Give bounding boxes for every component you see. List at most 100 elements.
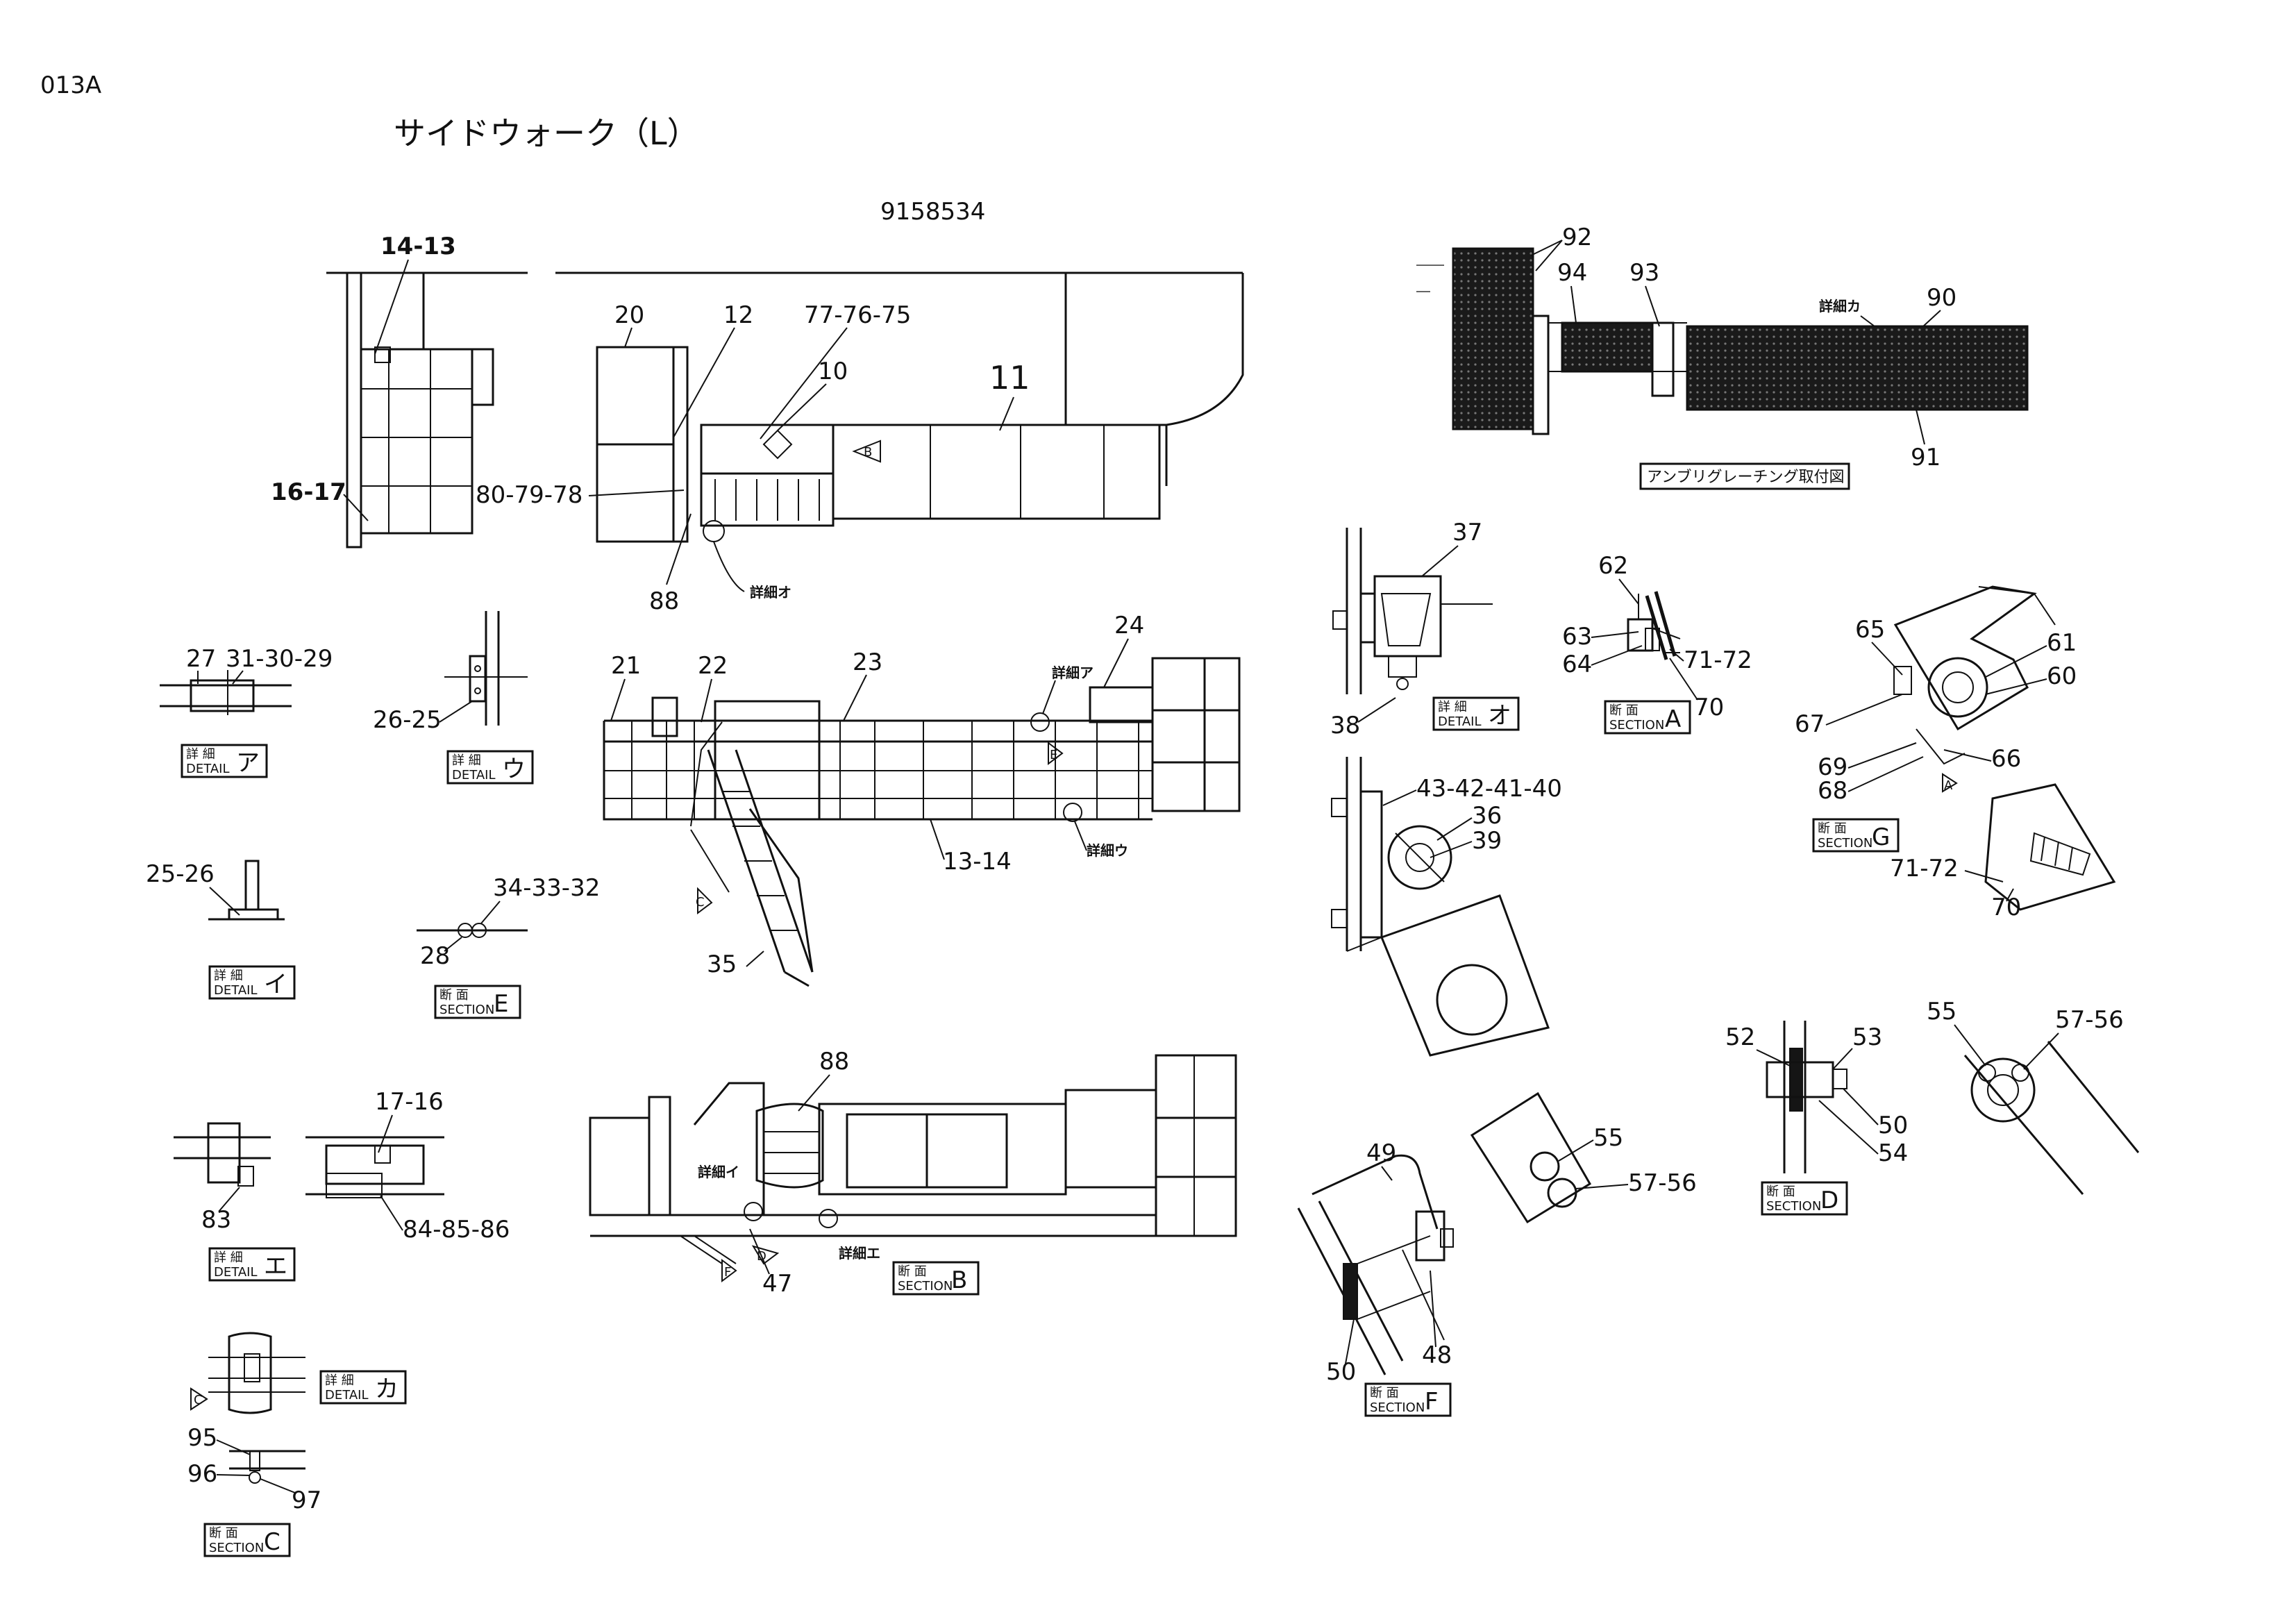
caption-detail-i-key: イ (264, 971, 287, 998)
callout-16-17: 16-17 (271, 478, 346, 506)
callout-34-33-32: 34-33-32 (493, 874, 600, 902)
callout-55-middle: 55 (1593, 1124, 1623, 1152)
callout-71-72-b: 71-72 (1890, 855, 1959, 882)
caption-detail-e-jp: 詳 細 (214, 1250, 243, 1265)
callout-12: 12 (723, 301, 753, 329)
arrow-label-f: F (724, 1265, 731, 1280)
callout-84-85-86: 84-85-86 (403, 1216, 510, 1244)
callout-35: 35 (707, 951, 737, 978)
callout-83: 83 (201, 1206, 231, 1234)
caption-detail-ka-jp: 詳 細 (325, 1373, 354, 1388)
arrow-label-a: A (1944, 778, 1953, 793)
callout-17-16: 17-16 (375, 1088, 444, 1116)
callout-50-d: 50 (1878, 1112, 1908, 1139)
caption-detail-i: 詳 細 DETAIL イ (208, 965, 296, 1000)
callout-55-right: 55 (1927, 998, 1956, 1026)
callout-20: 20 (614, 301, 644, 329)
plan-view-callouts: 14-13 16-17 20 12 77-76-75 10 11 80-79-7… (271, 233, 1030, 615)
caption-section-d-en: SECTION (1766, 1199, 1821, 1214)
caption-detail-a: 詳 細 DETAIL ア (181, 744, 268, 778)
callout-61: 61 (2047, 629, 2077, 657)
caption-detail-a-en: DETAIL (186, 762, 229, 776)
detail-a-pointer: 詳細ア (1052, 664, 1093, 681)
callout-24: 24 (1114, 612, 1144, 639)
detail-ka-view: C (190, 1332, 305, 1414)
page-code: 013A (40, 72, 101, 99)
grating-installation-view: 92 94 93 詳細カ 90 91 アンブリグレーチング取付図 (1416, 224, 2029, 490)
callout-62: 62 (1598, 552, 1628, 580)
plan-view-left-bracket (326, 271, 528, 549)
callout-36: 36 (1472, 802, 1502, 830)
drawing-number: 9158534 (880, 198, 985, 226)
section-b-view: F D 詳細イ 詳細エ 88 47 (589, 1048, 1237, 1298)
caption-section-c-jp: 断 面 (209, 1526, 238, 1541)
callout-37: 37 (1452, 519, 1482, 546)
caption-detail-a-jp: 詳 細 (186, 747, 215, 762)
arrow-label-e: E (1050, 748, 1057, 762)
callout-26-25: 26-25 (373, 706, 442, 734)
caption-section-d-key: D (1820, 1187, 1838, 1214)
callout-92: 92 (1562, 224, 1592, 251)
callout-52: 52 (1725, 1023, 1755, 1051)
arrow-label-c2: C (194, 1393, 203, 1407)
detail-e-pointer: 詳細エ (839, 1245, 880, 1262)
callout-57-56-right: 57-56 (2055, 1006, 2124, 1034)
caption-section-e-en: SECTION (439, 1003, 494, 1017)
callout-22: 22 (698, 652, 728, 680)
caption-detail-o-jp: 詳 細 (1438, 700, 1467, 714)
caption-detail-ka: 詳 細 DETAIL カ (319, 1370, 407, 1405)
caption-detail-u-key: ウ (502, 755, 526, 783)
caption-section-a-jp: 断 面 (1609, 703, 1639, 718)
detail-i-view: 25-26 (146, 860, 285, 921)
callout-88-section-b: 88 (819, 1048, 849, 1075)
callout-39: 39 (1472, 827, 1502, 855)
callout-53: 53 (1852, 1023, 1882, 1051)
caption-section-d: 断 面 SECTION D (1761, 1181, 1848, 1216)
detail-a-view: 27 31-30-29 (160, 645, 333, 715)
callout-31-30-29: 31-30-29 (226, 645, 333, 673)
callout-23: 23 (853, 648, 882, 676)
callout-38: 38 (1330, 712, 1360, 739)
detail-u-view: 26-25 (373, 611, 528, 734)
section-e-view: 34-33-32 28 (417, 874, 600, 970)
sheet-header: 013A サイドウォーク（L） 9158534 (40, 72, 985, 226)
detail-ka-pointer: 詳細カ (1819, 298, 1861, 315)
caption-section-b: 断 面 SECTION B (892, 1261, 980, 1296)
bracket-55-view-middle: 55 57-56 (1470, 1091, 1697, 1224)
callout-71-72-a: 71-72 (1684, 646, 1752, 674)
caption-detail-ka-key: カ (375, 1375, 399, 1403)
callout-94: 94 (1557, 259, 1587, 287)
callout-14-13: 14-13 (380, 233, 456, 260)
callout-67: 67 (1795, 710, 1825, 738)
section-g-view: A 65 61 60 67 69 68 66 71-72 70 (1795, 585, 2116, 921)
caption-detail-o: 詳 細 DETAIL オ (1432, 696, 1520, 731)
callout-80-79-78: 80-79-78 (476, 481, 583, 509)
callout-57-56-middle: 57-56 (1628, 1169, 1697, 1197)
caption-detail-ka-en: DETAIL (325, 1388, 368, 1403)
arrow-label-b-plan: B (864, 445, 872, 460)
callout-50-f: 50 (1326, 1358, 1356, 1386)
callout-69: 69 (1818, 753, 1847, 781)
callout-11: 11 (989, 359, 1030, 396)
caption-detail-e-key: エ (264, 1253, 287, 1280)
caption-section-f-key: F (1425, 1388, 1439, 1416)
callout-13-14: 13-14 (943, 848, 1012, 876)
arrow-label-c: C (696, 895, 705, 910)
caption-section-e-key: E (494, 990, 508, 1018)
plan-view-main: B 詳細オ (555, 271, 1244, 601)
caption-detail-a-key: ア (236, 749, 260, 777)
caption-section-a: 断 面 SECTION A (1604, 700, 1691, 735)
caption-section-f: 断 面 SECTION F (1364, 1382, 1452, 1417)
callout-25-26: 25-26 (146, 860, 215, 888)
section-a-view: 62 63 64 71-72 70 (1562, 552, 1752, 721)
callout-90: 90 (1927, 284, 1956, 312)
caption-section-b-en: SECTION (898, 1279, 953, 1294)
section-c-view: 95 96 97 (187, 1424, 321, 1514)
callout-54: 54 (1878, 1139, 1908, 1167)
callout-96: 96 (187, 1460, 217, 1488)
grating-caption: アンブリグレーチング取付図 (1647, 469, 1844, 486)
callout-70-a: 70 (1694, 694, 1724, 721)
callout-93: 93 (1629, 259, 1659, 287)
caption-section-b-jp: 断 面 (898, 1264, 927, 1279)
callout-77-76-75: 77-76-75 (804, 301, 911, 329)
